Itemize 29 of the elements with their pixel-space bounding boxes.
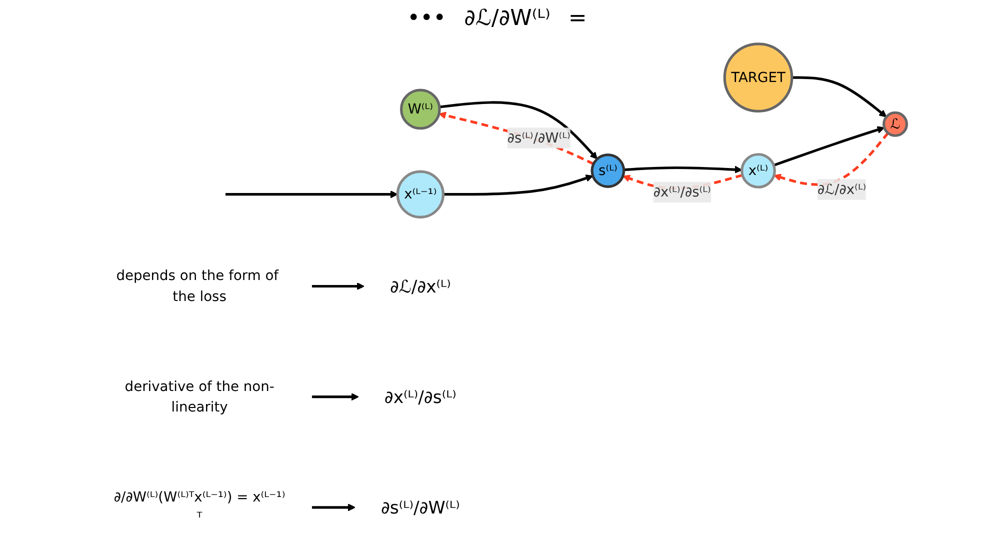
node-circle: TARGET (723, 42, 794, 112)
node-text: ∂x⁽ᴸ⁾/∂s⁽ᴸ⁾ (384, 386, 456, 408)
arrow (439, 101, 598, 160)
node-circle: ℒ (882, 111, 908, 137)
node-text: ∂ℒ/∂x⁽ᴸ⁾ (390, 276, 451, 297)
arrow (773, 126, 885, 166)
node-text: ∂/∂W⁽ᴸ⁾(W⁽ᴸ⁾ᵀx⁽ᴸ⁻¹⁾) = x⁽ᴸ⁻¹⁾ᵀ (114, 488, 286, 526)
node-circle: s⁽ᴸ⁾ (590, 154, 626, 188)
arrow (225, 190, 398, 198)
formula-text: = (568, 6, 587, 31)
node-circle: W⁽ᴸ⁾ (400, 88, 441, 130)
edge-label: ∂x⁽ᴸ⁾/∂s⁽ᴸ⁾ (653, 183, 711, 200)
node-text: ∂s⁽ᴸ⁾/∂W⁽ᴸ⁾ (380, 497, 460, 518)
arrow (774, 132, 890, 186)
arrow (792, 76, 887, 118)
edge-label: ∂s⁽ᴸ⁾/∂W⁽ᴸ⁾ (507, 129, 570, 146)
arrow (443, 174, 594, 196)
formula-text: ••• (407, 6, 446, 31)
arrow (624, 166, 742, 174)
node-circle: x⁽ᴸ⁾ (740, 153, 776, 188)
arrow (312, 504, 356, 512)
formula-text: ∂ℒ/∂W⁽ᴸ⁾ (464, 6, 550, 31)
node-text: depends on the form of the loss (116, 267, 279, 304)
arrow (312, 282, 364, 290)
arrow (438, 112, 594, 166)
edge-label: ∂ℒ/∂x⁽ᴸ⁾ (817, 180, 866, 198)
arrow (312, 393, 359, 401)
node-text: derivative of the non-linearity (124, 378, 274, 415)
node-circle: x⁽ᴸ⁻¹⁾ (396, 170, 444, 218)
